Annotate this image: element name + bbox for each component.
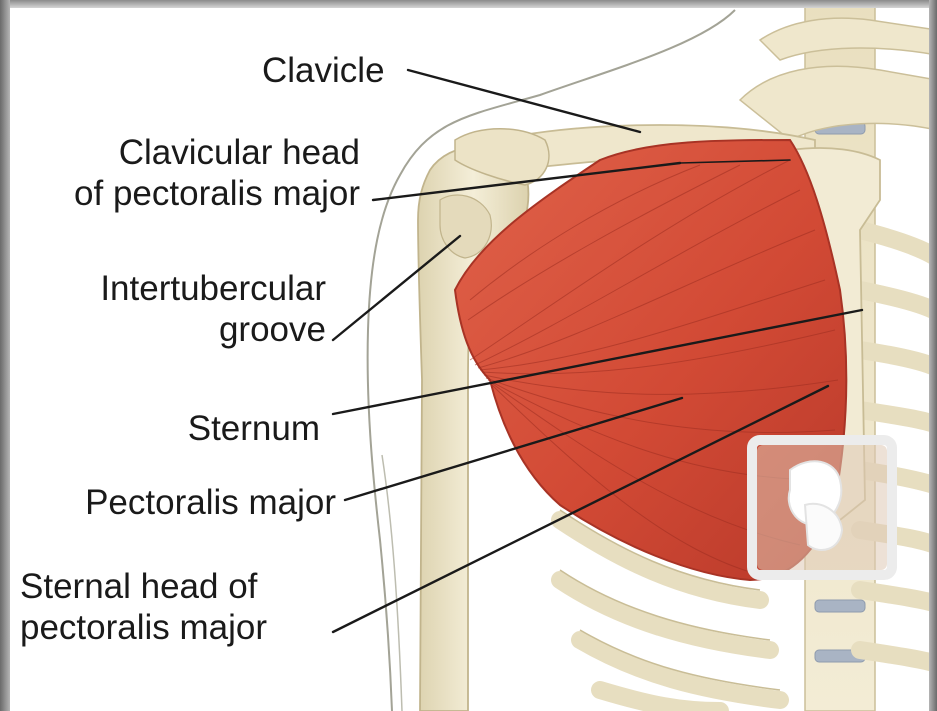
- label-intertubercular-line2: groove: [20, 309, 326, 350]
- label-pectoralis-major-text: Pectoralis major: [20, 482, 336, 523]
- label-sternal-head-line1: Sternal head of: [20, 566, 326, 607]
- frame-right: [929, 0, 937, 711]
- label-sternal-head: Sternal head of pectoralis major: [20, 566, 326, 648]
- upper-ribs: [740, 18, 937, 140]
- label-clavicular-head-line2: of pectoralis major: [20, 173, 360, 214]
- label-intertubercular-line1: Intertubercular: [20, 268, 326, 309]
- label-sternum: Sternum: [20, 408, 320, 449]
- frame-left: [0, 0, 10, 711]
- frame-top: [0, 0, 937, 8]
- label-clavicular-head-line1: Clavicular head: [20, 132, 360, 173]
- label-clavicle: Clavicle: [262, 50, 385, 91]
- label-sternum-text: Sternum: [20, 408, 320, 449]
- label-clavicle-text: Clavicle: [262, 50, 385, 91]
- label-sternal-head-line2: pectoralis major: [20, 607, 326, 648]
- label-pectoralis-major: Pectoralis major: [20, 482, 336, 523]
- label-intertubercular-groove: Intertubercular groove: [20, 268, 326, 350]
- label-clavicular-head: Clavicular head of pectoralis major: [20, 132, 360, 214]
- leader-clavicle: [408, 70, 640, 132]
- inset-thumbnail: [752, 440, 892, 575]
